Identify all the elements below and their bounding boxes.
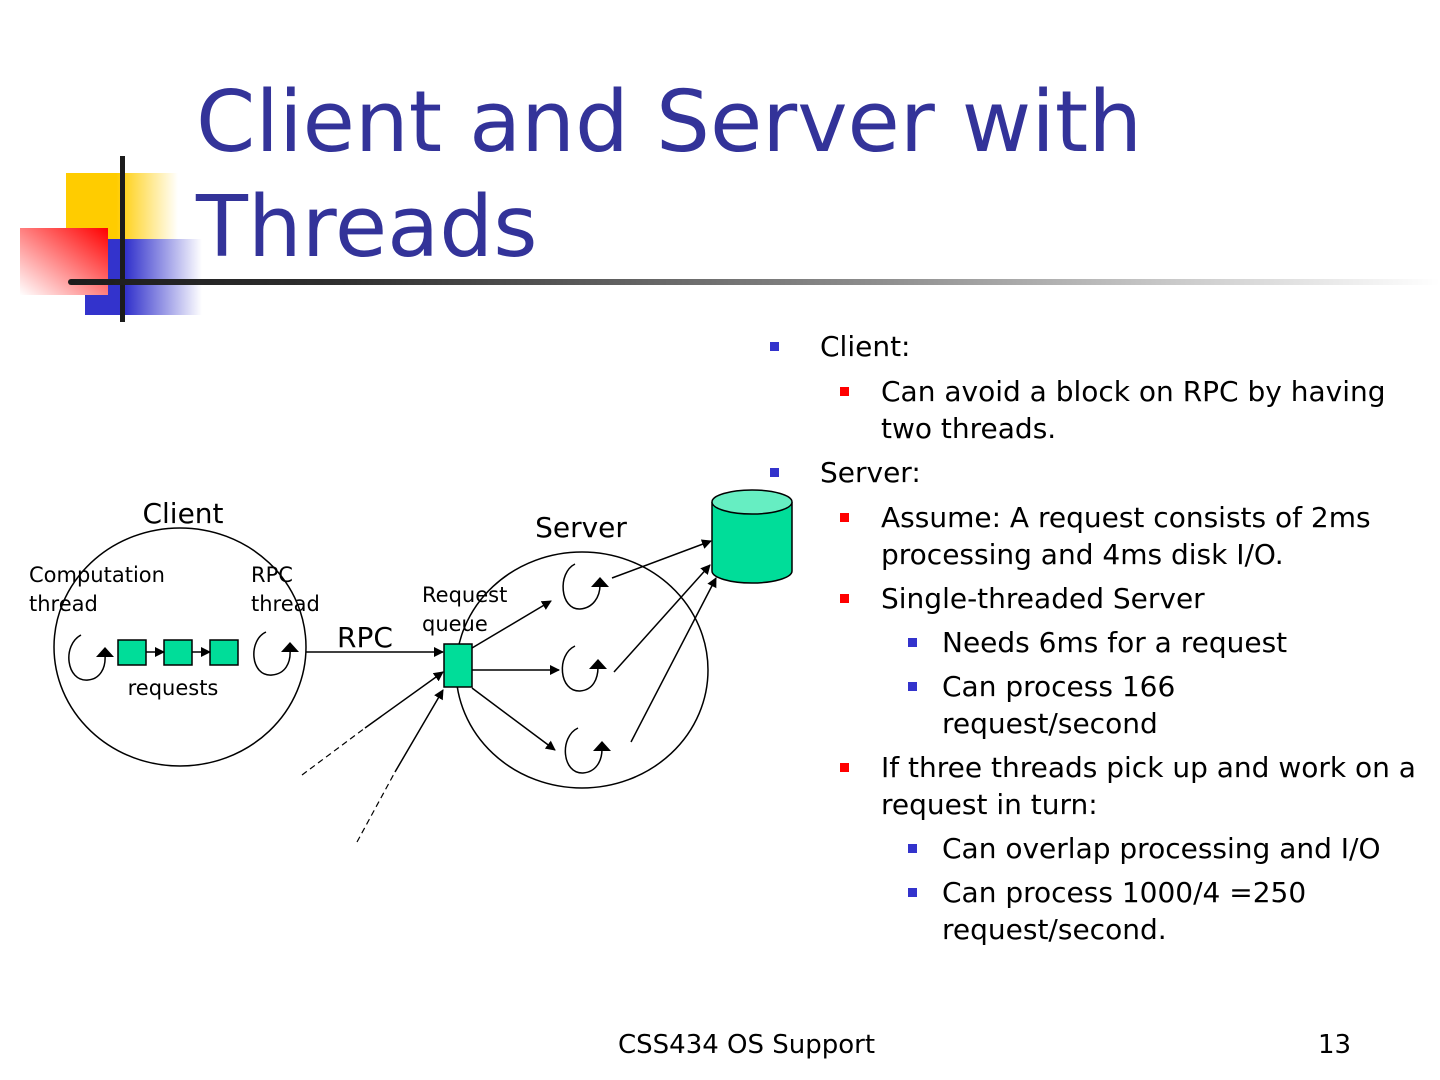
bullet-marker (840, 513, 849, 522)
server-thread-2-icon (561, 645, 607, 692)
client-circle (53, 527, 307, 767)
server-thread-1-icon (562, 563, 609, 610)
thread-3-to-disk (630, 577, 717, 743)
request-box-2 (163, 639, 193, 666)
bullet-server: Server: (760, 454, 1440, 491)
thread-1-to-disk (611, 539, 712, 579)
client-label: Client (142, 497, 223, 530)
incoming-request-arrow-2 (356, 771, 396, 843)
bullet-marker (840, 594, 849, 603)
computation-thread-icon (68, 634, 114, 681)
computation-thread-label-1: Computation (29, 563, 165, 587)
client-server-diagram: Client Computation thread RPC thread req… (29, 489, 793, 843)
thread-2-to-disk (613, 564, 711, 673)
incoming-request-arrow-2-solid (394, 689, 444, 773)
footer-course: CSS434 OS Support (618, 1030, 876, 1060)
incoming-request-arrow-1-solid (364, 671, 444, 729)
bullet-process-166: Can process 166 request/second (760, 668, 1440, 742)
bullet-marker (908, 682, 917, 691)
bullet-three-threads: If three threads pick up and work on a r… (760, 749, 1440, 823)
bullet-client-two-threads: Can avoid a block on RPC by having two t… (760, 373, 1440, 447)
queue-to-thread-1 (471, 600, 552, 649)
bullet-assume: Assume: A request consists of 2ms proces… (760, 499, 1440, 573)
bullet-overlap: Can overlap processing and I/O (760, 830, 1440, 867)
requests-label: requests (128, 676, 219, 700)
bullet-marker (908, 638, 917, 647)
footer-page-number: 13 (1318, 1030, 1352, 1060)
rpc-label: RPC (337, 621, 393, 654)
database-icon (711, 489, 793, 584)
rpc-thread-label-2: thread (251, 592, 320, 616)
bullet-client: Client: (760, 328, 1440, 365)
title-underline (68, 279, 1440, 285)
bullet-needs-6ms: Needs 6ms for a request (760, 624, 1440, 661)
bullet-marker (840, 763, 849, 772)
incoming-request-arrow-1 (301, 727, 366, 776)
computation-thread-label-2: thread (29, 592, 98, 616)
request-box-3 (209, 639, 239, 666)
bullet-marker (908, 844, 917, 853)
rpc-thread-icon (253, 631, 299, 676)
request-queue-label-2: queue (422, 612, 488, 636)
logo-vertical-bar (120, 156, 125, 322)
bullet-single-threaded: Single-threaded Server (760, 580, 1440, 617)
rpc-thread-label-1: RPC (251, 563, 293, 587)
bullet-marker (908, 888, 917, 897)
queue-to-thread-3 (471, 687, 556, 751)
bullet-process-250: Can process 1000/4 =250 request/second. (760, 874, 1440, 948)
decorative-logo (20, 156, 202, 322)
server-label: Server (535, 511, 627, 544)
bullet-marker (770, 468, 779, 477)
bullet-marker (770, 342, 779, 351)
bullet-list: Client: Can avoid a block on RPC by havi… (760, 328, 1440, 955)
request-queue-box (443, 643, 473, 688)
request-queue-label-1: Request (422, 583, 507, 607)
bullet-marker (840, 387, 849, 396)
server-thread-3-icon (564, 727, 611, 774)
slide-title: Client and Server with Threads (196, 73, 1143, 277)
request-box-1 (117, 639, 147, 666)
